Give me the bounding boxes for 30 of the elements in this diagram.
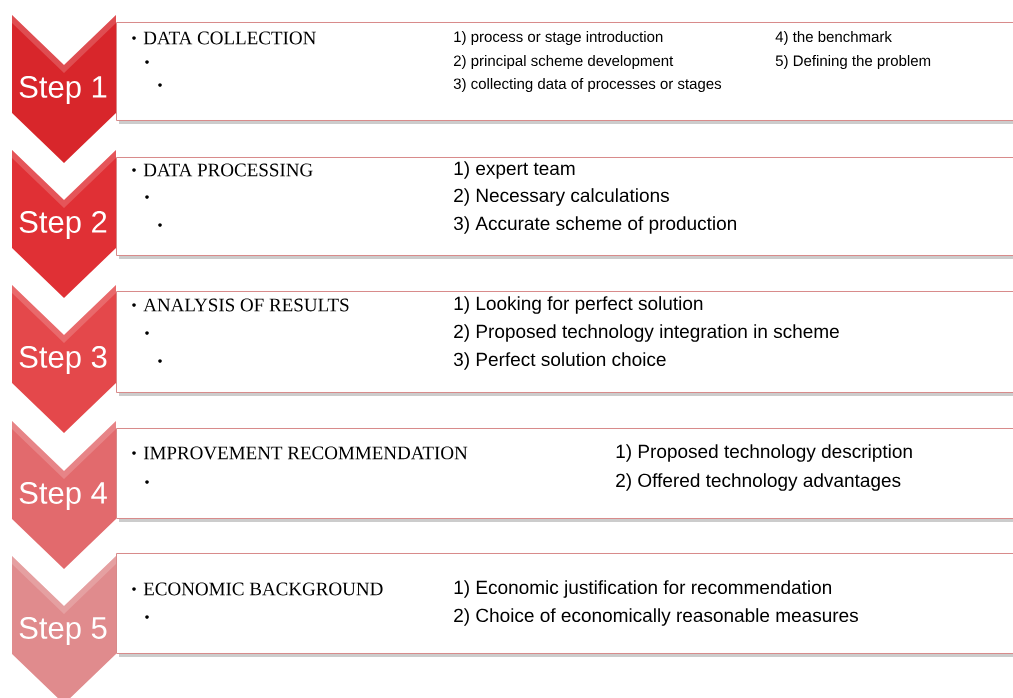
list-item: 1) Proposed technology description — [616, 444, 912, 462]
list-item: 1) Looking for perfect solution — [454, 296, 703, 314]
heading-text: IMPROVEMENT RECOMMENDATION — [143, 446, 468, 460]
heading-text: DATA PROCESSING — [143, 163, 313, 177]
list-item: 2) Necessary calculations — [454, 188, 669, 206]
list-item: 2) Choice of economically reasonable measures — [454, 608, 858, 626]
step-badge: Step 5 — [12, 556, 116, 698]
step-box — [116, 428, 1013, 522]
step-box — [116, 553, 1013, 657]
heading-text: ECONOMIC BACKGROUND — [143, 582, 383, 596]
list-item: 3) Perfect solution choice — [453, 352, 666, 370]
list-item: 5) Defining the problem — [775, 55, 931, 69]
list-item: 2) Proposed technology integration in scheme — [454, 324, 839, 342]
list-item: 1) expert team — [454, 161, 575, 179]
step-badge: Step 2 — [12, 150, 116, 298]
step-badge: Step 4 — [12, 421, 116, 569]
list-item: 1) process or stage introduction — [454, 31, 663, 45]
list-item: 3) Accurate scheme of production — [453, 216, 736, 234]
step-box — [116, 157, 1013, 259]
step-badge: Step 3 — [12, 285, 116, 433]
step-badge: Step 1 — [12, 15, 116, 163]
heading-text: ANALYSIS OF RESULTS — [143, 298, 349, 312]
list-item: 1) Economic justification for recommendation — [454, 580, 831, 598]
list-item: 2) Offered technology advantages — [616, 473, 901, 491]
list-item: 4) the benchmark — [775, 31, 892, 45]
list-item: 3) collecting data of processes or stages — [453, 78, 722, 92]
step-box — [116, 291, 1013, 396]
heading-text: DATA COLLECTION — [143, 31, 316, 45]
list-item: 2) principal scheme development — [453, 55, 674, 69]
step-box — [116, 22, 1013, 124]
